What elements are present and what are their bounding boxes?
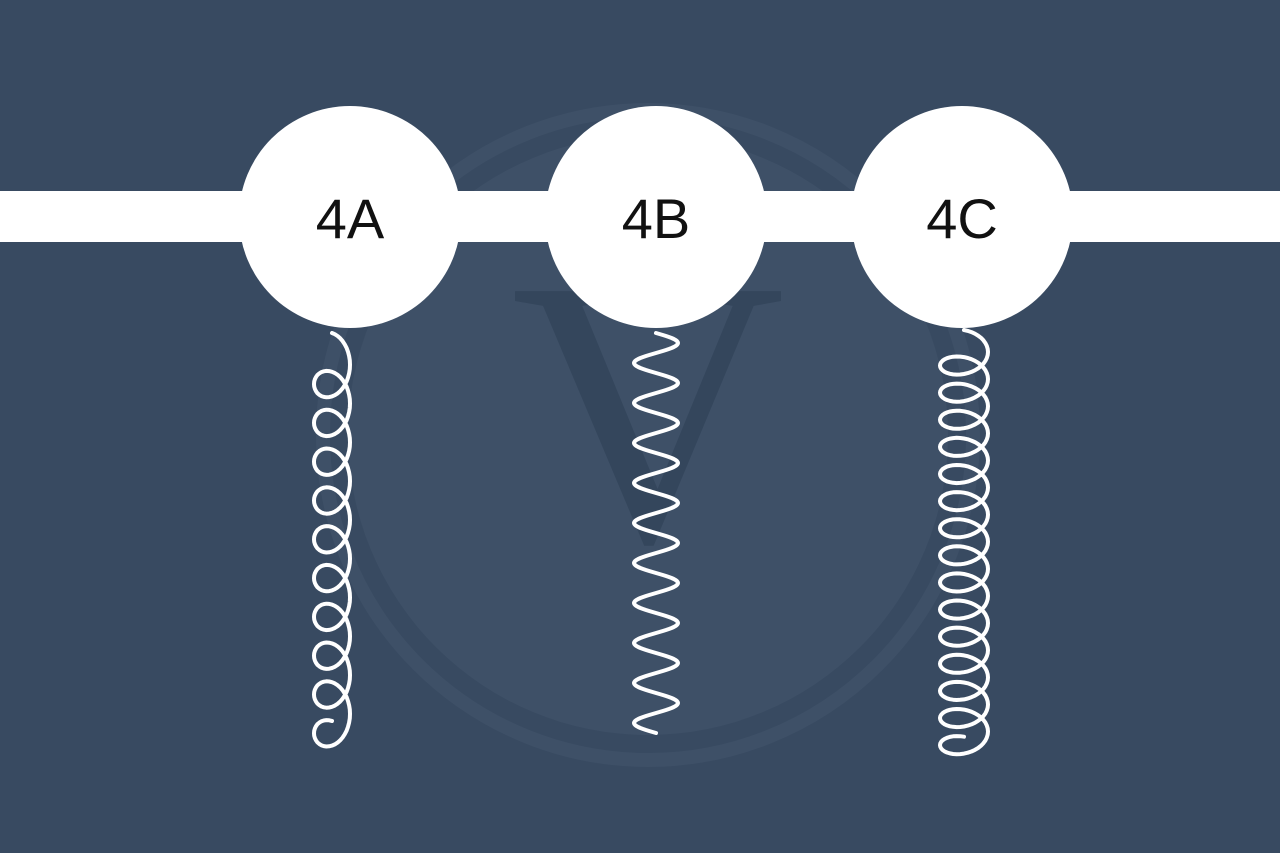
node-4b-label: 4B bbox=[622, 187, 691, 250]
node-4b-circle bbox=[545, 106, 767, 328]
strand-4c bbox=[938, 328, 990, 757]
node-4a-label: 4A bbox=[316, 187, 385, 250]
strand-4a bbox=[312, 331, 352, 749]
node-4c: 4C bbox=[851, 106, 1073, 328]
node-4c-circle bbox=[851, 106, 1073, 328]
strand-4b bbox=[632, 331, 680, 735]
node-4b: 4B bbox=[545, 106, 767, 328]
node-4c-label: 4C bbox=[926, 187, 998, 250]
hair-strands bbox=[312, 328, 990, 757]
node-4a: 4A bbox=[239, 106, 461, 328]
node-4a-circle bbox=[239, 106, 461, 328]
